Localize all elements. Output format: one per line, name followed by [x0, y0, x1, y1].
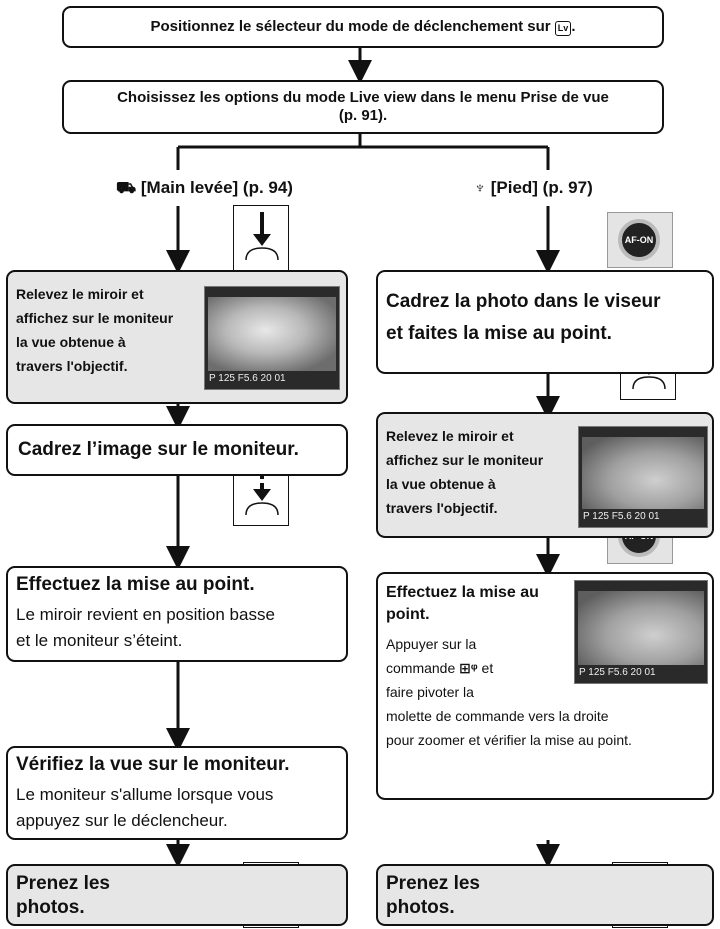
- right-box-shoot: Prenez les photos.: [376, 864, 714, 926]
- left-heading: ⛟ [Main levée] (p. 94): [116, 178, 293, 198]
- left-box-verify: Vérifiez la vue sur le moniteur. Le moni…: [6, 746, 348, 840]
- shutter-press-icon: [233, 205, 289, 271]
- right-box-focus-zoom: Effectuez la mise au point. Appuyer sur …: [376, 572, 714, 800]
- step2-line1: Choisissez les options du mode Live view…: [117, 89, 609, 106]
- left-box-liveview: Relevez le miroir et affichez sur le mon…: [6, 270, 348, 404]
- step1-text: Positionnez le sélecteur du mode de décl…: [150, 18, 551, 35]
- handheld-icon: ⛟: [116, 180, 137, 197]
- af-on-button-icon: AF-ON: [607, 212, 673, 268]
- step2-line2: (p. 91).: [338, 107, 388, 124]
- monitor-preview: P 125 F5.6 20 01: [204, 286, 340, 390]
- left-box-frame: Cadrez l’image sur le moniteur.: [6, 424, 348, 476]
- step-box-2: Choisissez les options du mode Live view…: [62, 80, 664, 134]
- left-box-shoot: Prenez les photos.: [6, 864, 348, 926]
- monitor-preview-2: P 125 F5.6 20 01: [578, 426, 708, 528]
- right-heading: ♆ [Pied] (p. 97): [474, 178, 593, 198]
- right-box-frame-viewfinder: Cadrez la photo dans le viseur et faites…: [376, 270, 714, 374]
- step-box-1: Positionnez le sélecteur du mode de décl…: [62, 6, 664, 48]
- right-heading-text: [Pied] (p. 97): [490, 178, 593, 197]
- right-box-liveview: Relevez le miroir et affichez sur le mon…: [376, 412, 714, 538]
- tripod-icon: ♆: [474, 180, 486, 197]
- left-heading-text: [Main levée] (p. 94): [140, 178, 293, 197]
- zoom-icon: ⊞ᵠ: [459, 660, 478, 676]
- monitor-preview-3: P 125 F5.6 20 01: [574, 580, 708, 684]
- left-box-focus: Effectuez la mise au point. Le miroir re…: [6, 566, 348, 662]
- live-view-icon: Lv: [554, 21, 572, 36]
